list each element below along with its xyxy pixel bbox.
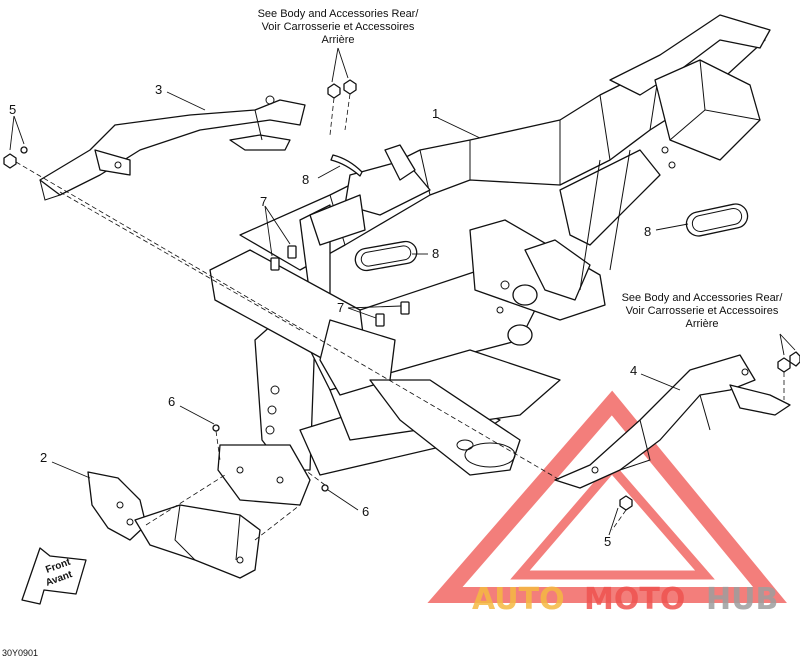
callout-8-middle: 8: [432, 246, 439, 261]
callout-numbers: 1 2 3 4 5 5 6 6 7 7 8 8 8: [9, 82, 651, 549]
note-right: See Body and Accessories Rear/ Voir Carr…: [622, 292, 784, 330]
bolt-parts: [3, 79, 800, 511]
callout-5-left: 5: [9, 102, 16, 117]
note-top-line-3: Arrière: [321, 34, 354, 46]
leader-lines: [9, 47, 796, 536]
callout-4: 4: [630, 363, 637, 378]
note-top-line-2: Voir Carrosserie et Accessoires: [262, 21, 415, 33]
callout-1: 1: [432, 106, 439, 121]
note-right-line-3: Arrière: [685, 318, 718, 330]
clip-part-7: [270, 245, 410, 327]
note-top-line-1: See Body and Accessories Rear/: [258, 8, 420, 20]
callout-8-upper: 8: [302, 172, 309, 187]
gasket-part-8: [330, 154, 749, 272]
callout-8-right: 8: [644, 224, 651, 239]
front-arrow: Front Avant: [21, 547, 87, 605]
callout-6-upper: 6: [168, 394, 175, 409]
callout-2: 2: [40, 450, 47, 465]
rear-bracket-part-4: [554, 354, 791, 489]
note-right-line-2: Voir Carrosserie et Accessoires: [626, 305, 779, 317]
callout-5-right: 5: [604, 534, 611, 549]
watermark-text: AUTO MOTO HUB: [472, 582, 778, 617]
watermark-auto: AUTO: [472, 582, 565, 617]
front-bracket-part-2: [87, 471, 261, 579]
callout-3: 3: [155, 82, 162, 97]
note-top: See Body and Accessories Rear/ Voir Carr…: [258, 8, 420, 46]
note-right-line-1: See Body and Accessories Rear/: [622, 292, 784, 304]
main-frame-part-1: [209, 14, 771, 506]
watermark-triangle: [427, 390, 787, 603]
callout-7-upper: 7: [260, 194, 267, 209]
watermark-moto: MOTO: [584, 582, 685, 617]
rear-bracket-part-3: [39, 95, 306, 201]
callout-7-lower: 7: [337, 300, 344, 315]
assembly-lines: [15, 93, 785, 541]
callout-6-lower: 6: [362, 504, 369, 519]
figure-code: 30Y0901: [2, 648, 38, 658]
watermark-hub: HUB: [706, 582, 778, 617]
